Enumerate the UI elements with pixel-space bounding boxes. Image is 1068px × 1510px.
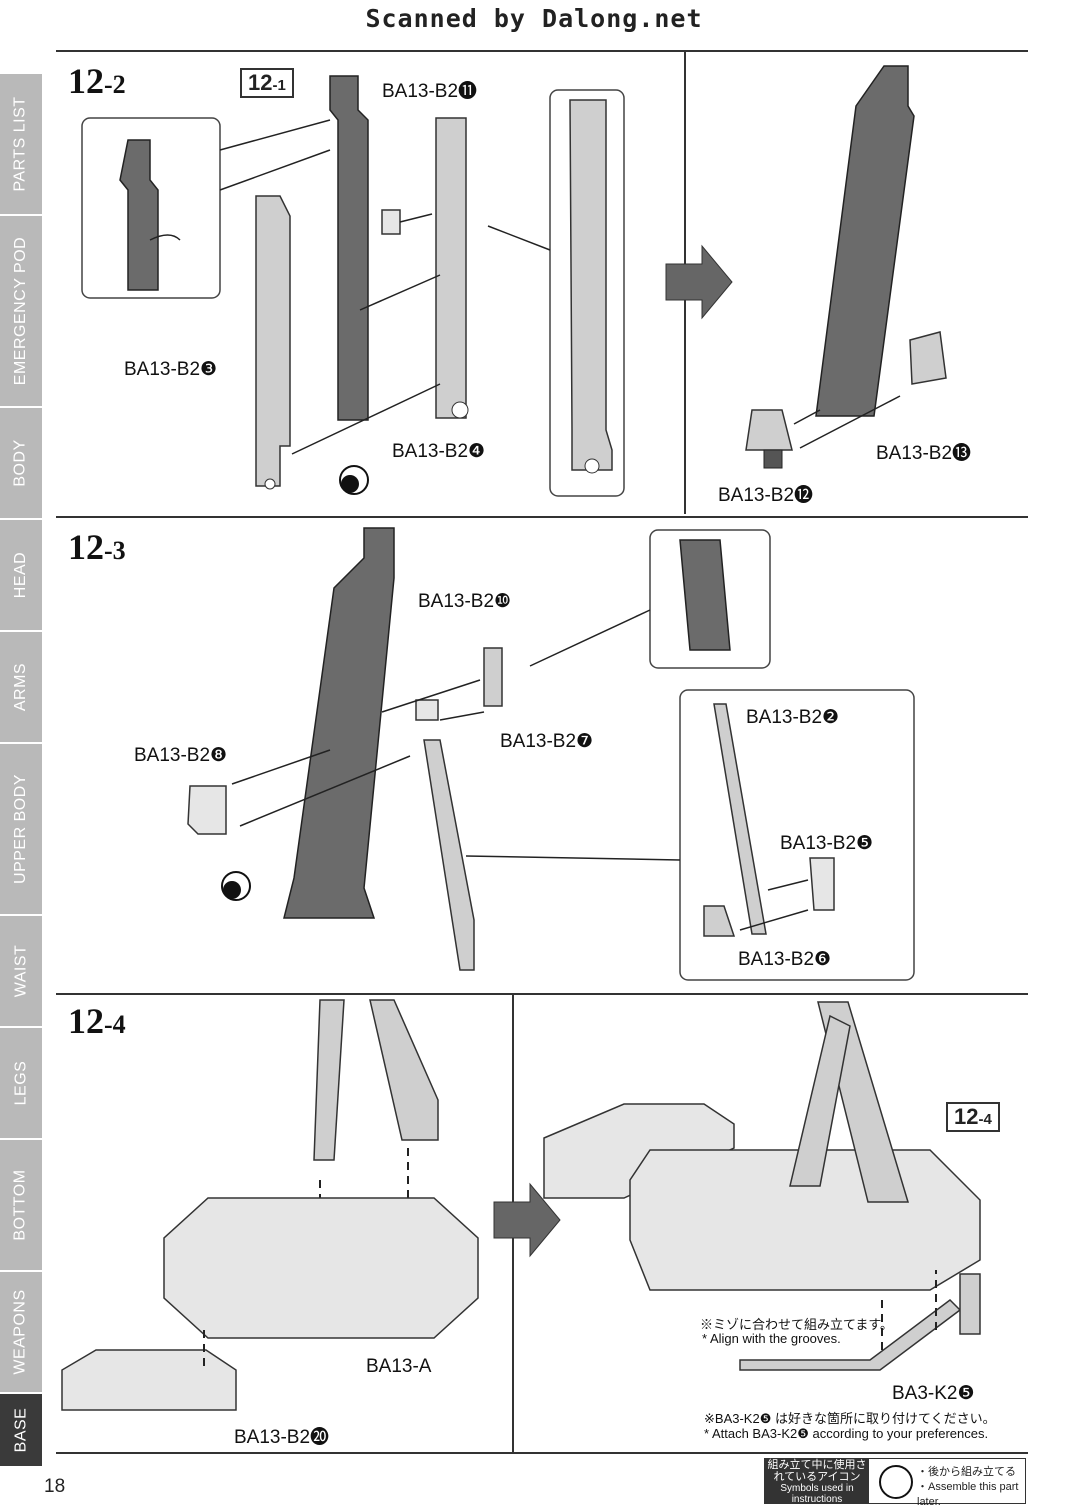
- dark-leg-part: [329, 75, 369, 421]
- part-label: BA13-B2⓫: [382, 81, 478, 102]
- rotate-arrow: [149, 234, 181, 241]
- armor-part-8: [187, 785, 227, 835]
- frame-enlarged: [569, 99, 613, 471]
- leg-strut-right: [369, 999, 439, 1141]
- tab-head[interactable]: HEAD: [0, 520, 42, 632]
- part-label: BA13-B2❸: [124, 359, 218, 380]
- part-label: BA13-B2❺: [780, 833, 874, 854]
- step-heading-12-3: 12-3: [68, 527, 126, 567]
- step-heading-12-2: 12-2: [68, 61, 126, 101]
- bottom-rule: [56, 1452, 1028, 1454]
- tab-bottom[interactable]: BOTTOM: [0, 1140, 42, 1272]
- frame-part: [435, 117, 467, 419]
- assemble-later-icon: [879, 1465, 913, 1499]
- page-number: 18: [44, 1476, 66, 1497]
- part-label: BA13-B2❷: [746, 707, 840, 728]
- lower-strut: [423, 739, 475, 971]
- legend-title: 組み立て中に使用されているアイコン Symbols used in instru…: [765, 1459, 869, 1505]
- next-arrow: [493, 1182, 561, 1258]
- tab-waist[interactable]: WAIST: [0, 916, 42, 1028]
- part-5: [809, 857, 835, 911]
- section-sidebar: PARTS LIST EMERGENCY POD BODY HEAD ARMS …: [0, 74, 42, 1468]
- tab-arms[interactable]: ARMS: [0, 632, 42, 744]
- legend-text: ・後から組み立てる ・Assemble this part later.: [917, 1466, 1019, 1508]
- part-label: BA13-B2❹: [392, 441, 486, 462]
- scan-credit-header: Scanned by Dalong.net: [365, 4, 703, 33]
- strut-detail-inset: [679, 689, 915, 981]
- part-label: BA13-A: [366, 1356, 432, 1377]
- joint-part-10: [483, 647, 503, 707]
- assembled-leg: [815, 65, 915, 417]
- foot-part-12: [745, 409, 793, 451]
- top-rule: [56, 50, 1028, 52]
- part-6: [703, 905, 736, 937]
- note-attach-jp: ※BA3-K2❺ は好きな箇所に取り付けてください。: [704, 1411, 996, 1426]
- ref-tag-12-1: 12-1: [240, 68, 294, 98]
- tab-legs[interactable]: LEGS: [0, 1028, 42, 1140]
- small-part-11: [381, 209, 401, 235]
- joint-detail: [679, 539, 731, 651]
- note-align-jp: ※ミゾに合わせて組み立てます。: [700, 1317, 894, 1332]
- section-divider: [56, 993, 1028, 995]
- part-label: BA13-B2⓴: [234, 1427, 330, 1448]
- tab-base[interactable]: BASE: [0, 1394, 42, 1468]
- hex-base-a: [163, 1197, 479, 1339]
- part-label: BA3-K2❺: [892, 1383, 975, 1404]
- part-label: BA13-B2❿: [418, 591, 512, 612]
- part-label: BA13-B2❽: [134, 745, 228, 766]
- step-heading-12-4: 12-4: [68, 1001, 126, 1041]
- note-align-en: * Align with the grooves.: [702, 1331, 841, 1346]
- section-divider: [56, 516, 1028, 518]
- leg-strut-left: [313, 999, 345, 1161]
- small-part-7: [415, 699, 439, 721]
- part-label: BA13-B2⓭: [876, 443, 972, 464]
- next-arrow: [665, 244, 733, 320]
- strut-part-2: [713, 703, 767, 935]
- tab-body[interactable]: BODY: [0, 408, 42, 520]
- assembled-strut-left: [789, 1014, 851, 1187]
- ref-tag-12-4: 12-4: [946, 1102, 1000, 1132]
- part-label: BA13-B2❼: [500, 731, 594, 752]
- leg-upper-step3: [283, 527, 395, 919]
- rail-part: [255, 195, 291, 487]
- tab-parts-list[interactable]: PARTS LIST: [0, 74, 42, 216]
- tab-upper-body[interactable]: UPPER BODY: [0, 744, 42, 916]
- base-extension: [543, 1103, 735, 1199]
- part-label: BA13-B2⓬: [718, 485, 814, 506]
- leg-top-detail: [119, 139, 159, 291]
- ankle-part-13: [909, 331, 947, 385]
- tab-weapons[interactable]: WEAPONS: [0, 1272, 42, 1394]
- tab-emergency-pod[interactable]: EMERGENCY POD: [0, 216, 42, 408]
- base-part-20: [61, 1349, 237, 1411]
- icon-legend: 組み立て中に使用されているアイコン Symbols used in instru…: [764, 1458, 1026, 1508]
- part-label: BA13-B2❻: [738, 949, 832, 970]
- note-attach-en: * Attach BA3-K2❺ according to your prefe…: [704, 1426, 989, 1441]
